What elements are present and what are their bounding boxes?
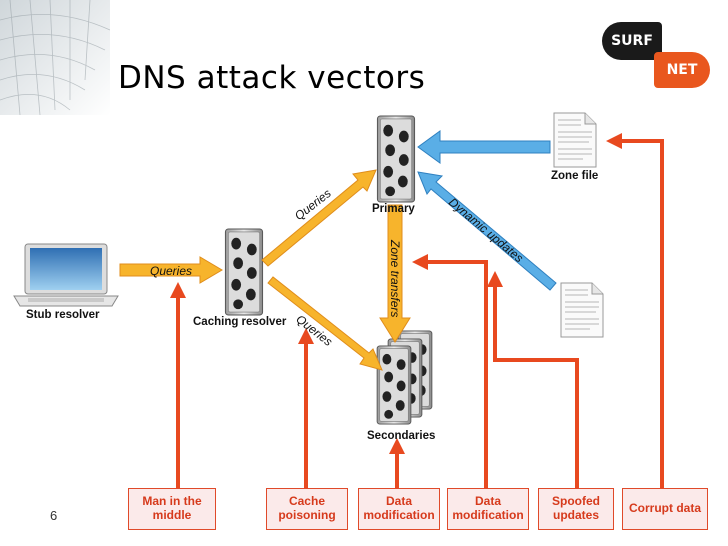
- attack-badge-man-in-the-middle: Man in the middle: [128, 488, 216, 530]
- laptop-icon: [13, 243, 119, 307]
- attack-badge-corrupt-data: Corrupt data: [622, 488, 708, 530]
- document-icon: [560, 282, 604, 338]
- server-stack-icon: [376, 330, 433, 425]
- queries-label: Queries: [150, 264, 193, 278]
- zone-file-label: Zone file: [551, 170, 599, 182]
- server-tower-icon: [224, 228, 264, 316]
- stub-resolver-label: Stub resolver: [26, 309, 100, 321]
- caching-resolver-label: Caching resolver: [193, 316, 287, 328]
- server-tower-icon: [376, 115, 416, 203]
- attack-arrowheads: [170, 133, 622, 454]
- logo-top: SURF: [602, 22, 662, 60]
- primary-label: Primary: [372, 203, 415, 215]
- logo-bottom: NET: [654, 52, 710, 88]
- query-flows: [119, 169, 411, 371]
- slide-title: DNS attack vectors: [118, 60, 426, 96]
- attack-badge-data-modification: Data modification: [358, 488, 440, 530]
- attack-badge-cache-poisoning: Cache poisoning: [266, 488, 348, 530]
- glass-building-photo: [0, 0, 110, 115]
- zone-transfers-label: Zone transfers: [388, 240, 402, 318]
- attack-badge-data-modification: Data modification: [447, 488, 529, 530]
- update-flows: [417, 130, 557, 291]
- document-icon: [553, 112, 597, 168]
- page-number: 6: [50, 508, 58, 523]
- secondaries-label: Secondaries: [367, 430, 436, 442]
- attack-arrows: [176, 139, 664, 488]
- attack-badge-spoofed-updates: Spoofed updates: [538, 488, 614, 530]
